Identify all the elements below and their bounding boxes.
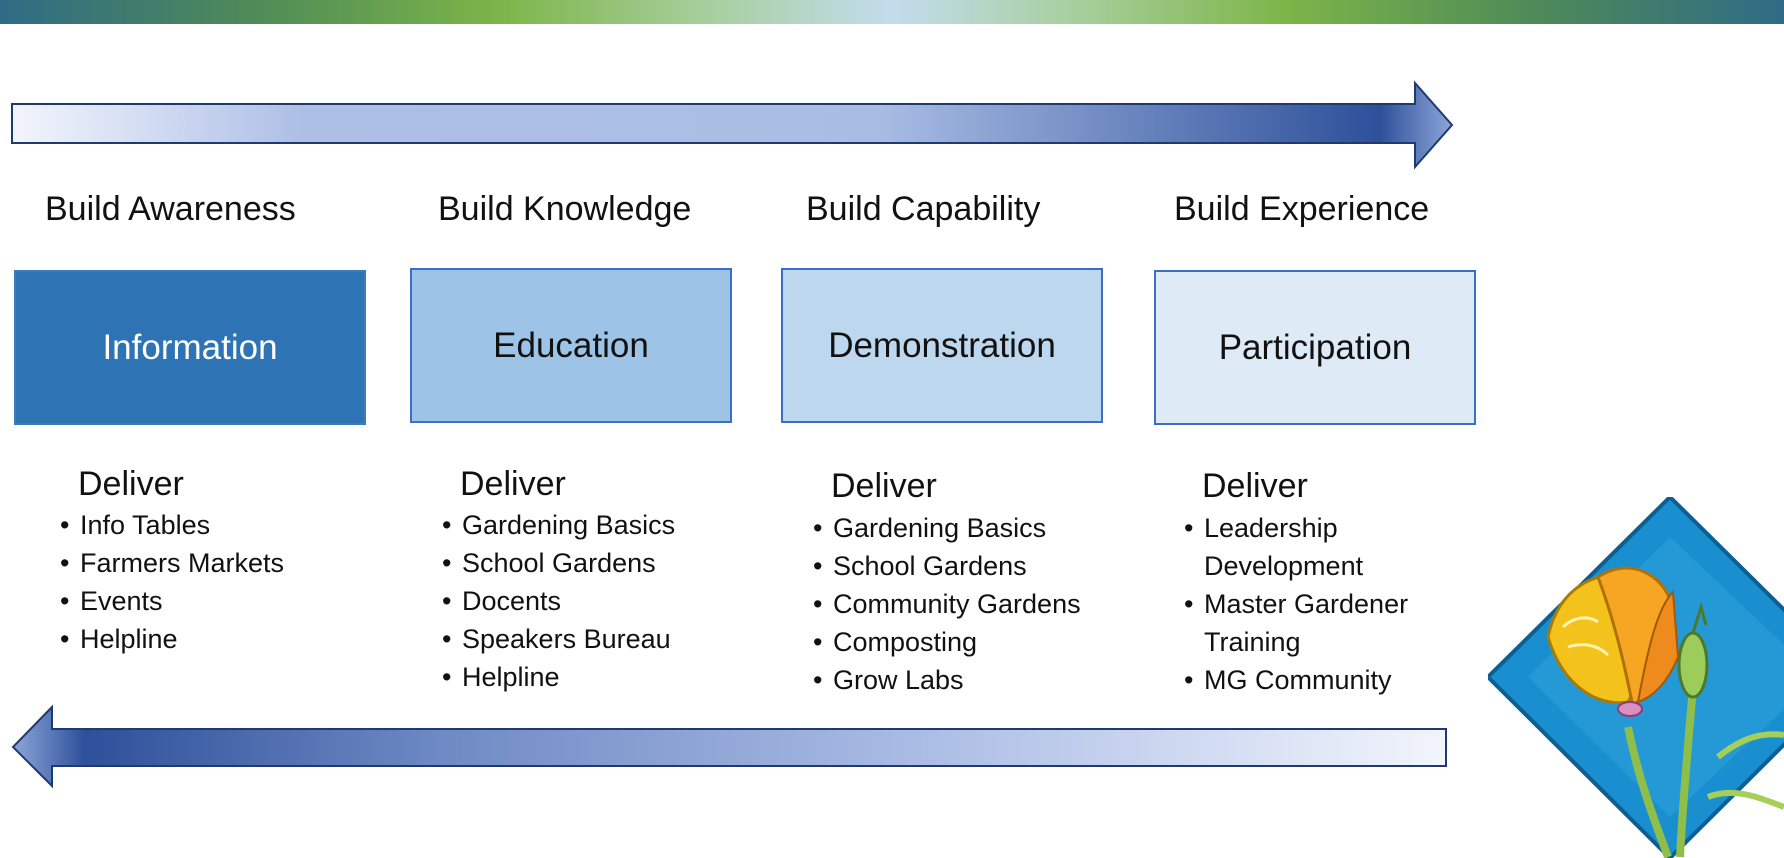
stage-box-label: Education [493,325,649,365]
stage-heading-awareness: Build Awareness [45,190,296,228]
list-item: Gardening Basics [442,506,675,544]
list-item: Composting [813,623,1081,661]
deliver-list-capability: Gardening Basics School Gardens Communit… [813,509,1081,699]
list-item: Master Gardener Training [1184,585,1484,661]
list-item: Leadership Development [1184,509,1484,585]
stage-heading-experience: Build Experience [1174,190,1430,228]
list-item: Grow Labs [813,661,1081,699]
list-item: Helpline [442,658,675,696]
deliver-list-experience: Leadership Development Master Gardener T… [1184,509,1484,699]
list-item: Docents [442,582,675,620]
deliver-title: Deliver [831,467,937,505]
stage-box-label: Demonstration [828,325,1056,365]
feedback-arrow-left [11,704,1447,789]
list-item: Info Tables [60,506,284,544]
list-item: Events [60,582,284,620]
deliver-list-knowledge: Gardening Basics School Gardens Docents … [442,506,675,696]
stage-box-label: Information [102,327,278,367]
stage-box-demonstration: Demonstration [781,268,1103,423]
list-item: Speakers Bureau [442,620,675,658]
list-item: School Gardens [813,547,1081,585]
deliver-title: Deliver [460,465,566,503]
list-item: Community Gardens [813,585,1081,623]
poppy-logo-icon [1488,497,1784,858]
stage-box-label: Participation [1218,327,1412,367]
stage-heading-knowledge: Build Knowledge [438,190,692,228]
deliver-title: Deliver [1202,467,1308,505]
list-item: Helpline [60,620,284,658]
stage-heading-capability: Build Capability [806,190,1041,228]
list-item: MG Community [1184,661,1484,699]
list-item: Gardening Basics [813,509,1081,547]
header-gradient-bar [0,0,1784,24]
stage-box-education: Education [410,268,732,423]
list-item: Farmers Markets [60,544,284,582]
progression-arrow-right [11,80,1454,170]
list-item: School Gardens [442,544,675,582]
stage-box-participation: Participation [1154,270,1476,425]
deliver-title: Deliver [78,465,184,503]
deliver-list-awareness: Info Tables Farmers Markets Events Helpl… [60,506,284,658]
stage-box-information: Information [14,270,366,425]
